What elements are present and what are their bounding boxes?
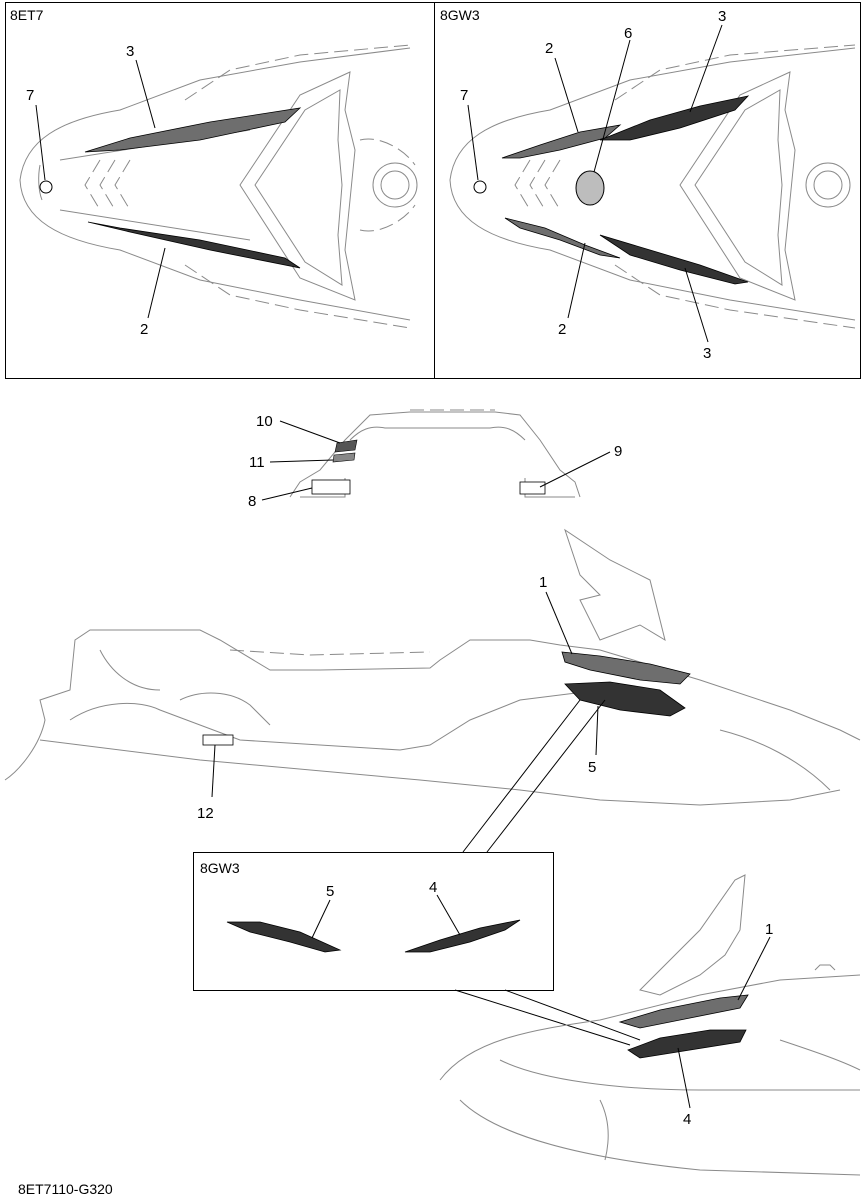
callout-7: 7 <box>460 87 468 104</box>
callout-2: 2 <box>558 321 566 338</box>
callout-11: 11 <box>249 454 265 471</box>
callout-3: 3 <box>126 43 134 60</box>
part-3-decal-lower <box>599 234 749 285</box>
part-12-label <box>202 734 234 746</box>
panel-title-8et7: 8ET7 <box>10 7 44 23</box>
callout-9: 9 <box>614 443 622 460</box>
callout-5: 5 <box>588 759 596 776</box>
part-10-label <box>334 439 358 453</box>
callout-6: 6 <box>624 25 632 42</box>
diagram-code: 8ET7110-G320 <box>18 1181 113 1197</box>
part-5-decal-side <box>564 681 686 717</box>
part-5-decal <box>226 921 342 953</box>
callout-12: 12 <box>197 805 214 822</box>
panel-title-8gw3: 8GW3 <box>440 7 480 23</box>
part-8-label <box>311 479 351 495</box>
inset-title: 8GW3 <box>200 860 240 876</box>
part-2-decal-lower <box>504 217 621 259</box>
part-3-decal <box>84 107 302 153</box>
callout-2: 2 <box>140 321 148 338</box>
panel-8et7-hood-top-view: 8ET7 7 3 2 <box>10 7 418 338</box>
part-4-decal-front <box>627 1029 747 1059</box>
callout-5: 5 <box>326 883 334 900</box>
part-2-decal-upper <box>501 124 622 159</box>
part-6-emblem <box>575 170 605 206</box>
inset-8gw3: 8GW3 5 4 <box>193 852 641 1046</box>
part-7-emblem <box>39 180 53 194</box>
part-7-emblem <box>473 180 487 194</box>
side-view-drawing: 1 5 12 <box>4 528 861 853</box>
rear-view-drawing: 10 11 8 9 <box>248 409 622 510</box>
callout-3: 3 <box>703 345 711 362</box>
part-3-decal-upper <box>599 95 750 141</box>
callout-2: 2 <box>545 40 553 57</box>
callout-4: 4 <box>683 1111 691 1128</box>
inset-frame <box>193 852 554 991</box>
callout-8: 8 <box>248 493 256 510</box>
callout-1: 1 <box>539 574 547 591</box>
part-2-decal <box>87 221 301 269</box>
part-9-label <box>519 481 546 495</box>
part-11-label <box>332 452 356 463</box>
callout-4: 4 <box>429 879 437 896</box>
callout-10: 10 <box>256 413 273 430</box>
front-view-drawing: 1 4 <box>439 874 861 1176</box>
callout-3: 3 <box>718 8 726 25</box>
part-1-decal-front <box>618 994 749 1029</box>
callout-7: 7 <box>26 87 34 104</box>
part-4-decal <box>404 919 521 953</box>
part-1-decal-side <box>561 651 691 685</box>
top-panels-frame <box>5 2 861 379</box>
callout-1: 1 <box>765 921 773 938</box>
panel-8gw3-hood-top-view: 8GW3 7 2 6 3 2 3 <box>440 7 856 362</box>
